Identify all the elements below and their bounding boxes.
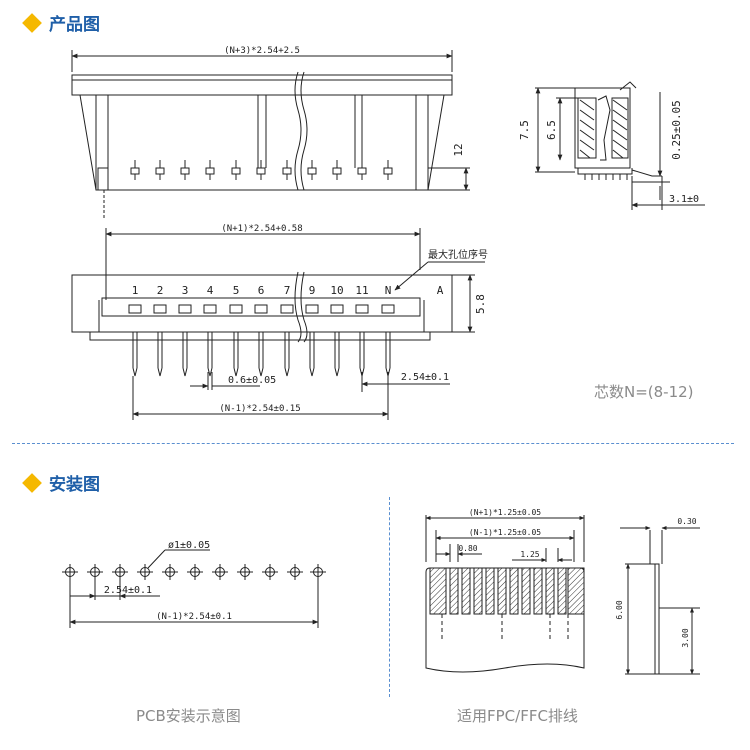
front-view-pins: [128, 304, 395, 377]
pin-label-4: 4: [207, 284, 214, 297]
connector-top-view: [71, 71, 470, 218]
dim-pitch-text: 2.54±0.1: [401, 372, 449, 383]
install-section-title: 安装图: [49, 475, 100, 495]
dim-pin-width: 0.6±0.05: [190, 372, 276, 390]
pin-label-1: 1: [132, 284, 139, 297]
diamond-bullet-icon: [22, 472, 42, 493]
pcb-caption: PCB安装示意图: [136, 707, 241, 725]
install-divider: [389, 497, 390, 697]
dim-pcb-pitch: 2.54±0.1: [70, 576, 160, 600]
dim-ffc-outer: (N+1)*1.25±0.05: [425, 508, 585, 562]
ffc-drawing: (N+1)*1.25±0.05 (N-1)*1.25±0.05 0.80 1.2…: [425, 508, 700, 675]
ffc-caption: 适用FPC/FFC排线: [457, 707, 578, 725]
product-drawing: (N+3)*2.54+2.5 12: [71, 46, 705, 420]
ffc-t-text: 0.30: [677, 517, 696, 526]
pin-label-6: 6: [258, 284, 265, 297]
product-section-title: 产品图: [49, 15, 100, 35]
dim-side-h1: 7.5: [518, 87, 575, 173]
section-divider: [12, 443, 734, 444]
dim-pcb-total: (N-1)*2.54±0.1: [69, 576, 319, 628]
ffc-inner-text: (N-1)*1.25±0.05: [469, 528, 541, 537]
pin-label-9: 9: [309, 284, 316, 297]
ffc-h2-text: 3.00: [681, 628, 690, 647]
dim-height-text: 12: [452, 143, 465, 156]
ffc-w1-text: 0.80: [458, 544, 477, 553]
dim-contact-text: 0.25±0.05: [670, 100, 683, 160]
dim-side-h2: 6.5: [545, 97, 578, 161]
pcb-holes: [62, 564, 326, 580]
dim-side-width-text: 3.1±0: [669, 194, 699, 205]
dim-pitch: 2.54±0.1: [361, 372, 450, 392]
dim-body-width: (N+1)*2.54+0.58: [105, 224, 421, 300]
pin-label-11: 11: [355, 284, 368, 297]
dim-total-width: (N+3)*2.54+2.5: [71, 46, 453, 72]
dim-ffc-inner: (N-1)*1.25±0.05: [435, 528, 575, 562]
pcb-pitch-text: 2.54±0.1: [104, 585, 152, 596]
dim-pitch-total-text: (N-1)*2.54±0.15: [219, 404, 300, 414]
dim-front-height: 5.8: [452, 274, 487, 333]
dim-pin-width-text: 0.6±0.05: [228, 375, 276, 386]
pin-label-7: 7: [284, 284, 291, 297]
pcb-layout-drawing: ø1±0.05 2.54±0.1 (N-1)*2.54±0.1: [62, 540, 326, 628]
dim-front-height-text: 5.8: [474, 294, 487, 314]
connector-front-view: [71, 271, 453, 343]
dim-pitch-total: (N-1)*2.54±0.15: [132, 376, 389, 420]
dim-total-text: (N+3)*2.54+2.5: [224, 46, 300, 56]
dim-height: 12: [452, 143, 469, 191]
core-count-caption: 芯数N=(8-12): [594, 383, 694, 401]
dim-side-width: 3.1±0: [631, 176, 705, 210]
pin-label-3: 3: [182, 284, 189, 297]
dim-body-text: (N+1)*2.54+0.58: [221, 224, 302, 234]
dim-hole-dia: ø1±0.05: [147, 540, 210, 569]
dim-side-h2-text: 6.5: [545, 120, 558, 140]
hole-dia-text: ø1±0.05: [168, 540, 210, 551]
pcb-total-text: (N-1)*2.54±0.1: [156, 612, 232, 622]
dim-ffc-w1: 0.80: [436, 544, 482, 562]
pin-label-n: N: [385, 284, 392, 297]
dim-contact: 0.25±0.05: [632, 92, 683, 200]
ffc-body: [425, 567, 585, 673]
dim-side-h1-text: 7.5: [518, 120, 531, 140]
ffc-outer-text: (N+1)*1.25±0.05: [469, 508, 541, 517]
install-section-header: 安装图: [22, 470, 100, 495]
pin-label-10: 10: [330, 284, 343, 297]
connector-side-view: [574, 81, 662, 180]
pin-label-5: 5: [233, 284, 240, 297]
ffc-side-view: 0.30 6.00 3.00: [615, 517, 700, 675]
pin-label-2: 2: [157, 284, 164, 297]
label-a: A: [437, 284, 444, 297]
ffc-h1-text: 6.00: [615, 600, 624, 619]
top-view-pins: [130, 160, 393, 180]
product-section-header: 产品图: [22, 10, 100, 35]
ffc-w2-text: 1.25: [520, 550, 539, 559]
note-max-pin: 最大孔位序号: [428, 248, 488, 261]
dim-ffc-w2: 1.25: [512, 548, 572, 562]
